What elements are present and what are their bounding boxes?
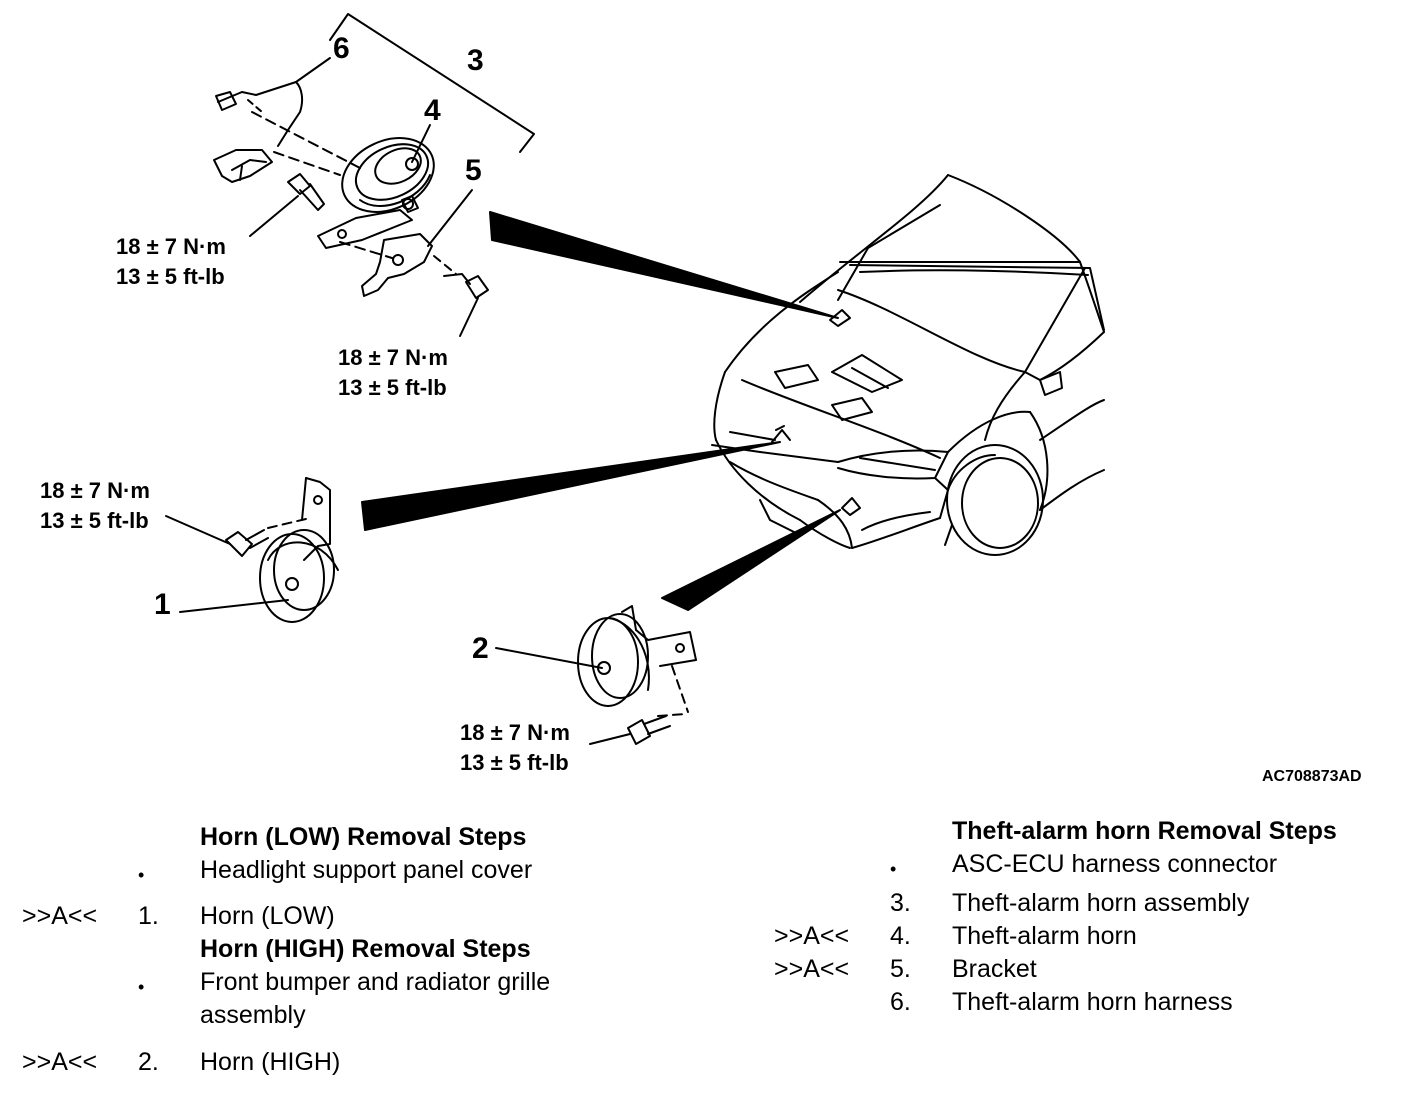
callout-3: 3	[467, 44, 484, 77]
step-row: • Front bumper and radiator grille assem…	[22, 966, 662, 1032]
step-text: ASC-ECU harness connector	[952, 850, 1278, 878]
theft-alarm-horn	[341, 137, 435, 213]
step-marker: >>A<<	[774, 955, 850, 983]
horn-low	[225, 477, 339, 623]
step-row: • Headlight support panel cover	[22, 854, 662, 887]
location-pointers	[361, 211, 841, 611]
step-text: Horn (LOW)	[200, 902, 335, 930]
torque-spec: 18 ± 7 N·m 13 ± 5 ft-lb	[40, 478, 150, 533]
step-number: 5.	[890, 955, 911, 983]
step-number: 2.	[138, 1048, 159, 1076]
horn-location-diagram	[165, 13, 1105, 745]
step-marker: >>A<<	[22, 902, 98, 930]
step-number: 4.	[890, 922, 911, 950]
step-number: 6.	[890, 988, 911, 1016]
vehicle-illustration	[711, 174, 1105, 556]
callout-2: 2	[472, 632, 489, 665]
pointer-horn-low	[361, 441, 781, 531]
step-marker: >>A<<	[22, 1048, 98, 1076]
callout-6: 6	[333, 32, 350, 65]
step-row: • ASC-ECU harness connector	[774, 848, 1394, 881]
step-bullet: •	[138, 865, 145, 885]
step-text: Front bumper and radiator grille assembl…	[200, 968, 551, 1029]
removal-steps-right: Theft-alarm horn Removal Steps • ASC-ECU…	[774, 815, 1394, 1019]
bolt-icon	[627, 719, 651, 745]
torque-spec: 18 ± 7 N·m 13 ± 5 ft-lb	[460, 720, 570, 775]
pointer-theft-alarm	[489, 211, 839, 319]
torque-spec: 18 ± 7 N·m 13 ± 5 ft-lb	[338, 345, 448, 400]
step-row: >>A<< 1. Horn (LOW)	[22, 900, 662, 933]
step-bullet: •	[890, 859, 897, 879]
step-header: Horn (HIGH) Removal Steps	[200, 935, 531, 963]
figure-id: AC708873AD	[1262, 768, 1362, 785]
step-text: Theft-alarm horn harness	[952, 988, 1233, 1016]
step-text: Horn (HIGH)	[200, 1048, 341, 1076]
step-row: Theft-alarm horn Removal Steps	[774, 815, 1394, 848]
step-row: >>A<< 2. Horn (HIGH)	[22, 1046, 662, 1079]
step-marker: >>A<<	[774, 922, 850, 950]
bolt-icon	[225, 531, 253, 557]
torque-spec: 18 ± 7 N·m 13 ± 5 ft-lb	[116, 234, 226, 289]
callout-4: 4	[424, 94, 441, 127]
callout-5: 5	[465, 154, 482, 187]
step-row: Horn (HIGH) Removal Steps	[22, 933, 662, 966]
step-row: >>A<< 4. Theft-alarm horn	[774, 920, 1394, 953]
step-header: Theft-alarm horn Removal Steps	[952, 817, 1337, 845]
step-bullet: •	[138, 977, 145, 997]
step-text: Headlight support panel cover	[200, 856, 533, 884]
callout-1: 1	[154, 588, 171, 621]
bolt-icon	[287, 173, 311, 195]
step-text: Theft-alarm horn assembly	[952, 889, 1250, 917]
horn-high	[577, 605, 697, 745]
step-row: 3. Theft-alarm horn assembly	[774, 887, 1394, 920]
removal-steps-left: Horn (LOW) Removal Steps • Headlight sup…	[22, 821, 662, 1079]
theft-alarm-horn-assembly	[213, 13, 535, 299]
theft-alarm-horn-harness	[217, 81, 304, 147]
step-text: Theft-alarm horn	[952, 922, 1137, 950]
step-row: Horn (LOW) Removal Steps	[22, 821, 662, 854]
step-number: 3.	[890, 889, 911, 917]
step-text: Bracket	[952, 955, 1037, 983]
pointer-horn-high	[661, 509, 841, 611]
step-row: >>A<< 5. Bracket	[774, 953, 1394, 986]
leader-lines	[165, 57, 631, 745]
step-header: Horn (LOW) Removal Steps	[200, 823, 527, 851]
step-number: 1.	[138, 902, 159, 930]
part-location-marks	[771, 309, 861, 516]
step-row: 6. Theft-alarm horn harness	[774, 986, 1394, 1019]
